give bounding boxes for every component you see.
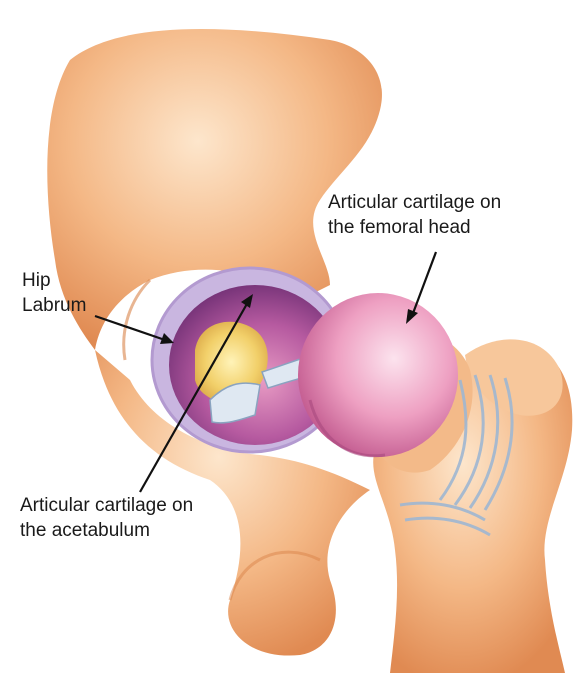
- label-femoral-head-line2: the femoral head: [328, 215, 501, 240]
- label-acetabulum-line1: Articular cartilage on: [20, 493, 193, 518]
- label-hip-labrum: Hip Labrum: [22, 268, 86, 318]
- arrow-hip-labrum: [95, 316, 165, 340]
- label-acetabulum-line2: the acetabulum: [20, 518, 193, 543]
- label-acetabulum-cartilage: Articular cartilage on the acetabulum: [20, 493, 193, 543]
- label-femoral-head-cartilage: Articular cartilage on the femoral head: [328, 190, 501, 240]
- label-hip-labrum-line2: Labrum: [22, 293, 86, 318]
- arrow-femoral-head: [412, 252, 436, 316]
- label-femoral-head-line1: Articular cartilage on: [328, 190, 501, 215]
- femoral-head: [298, 293, 458, 457]
- label-hip-labrum-line1: Hip: [22, 268, 86, 293]
